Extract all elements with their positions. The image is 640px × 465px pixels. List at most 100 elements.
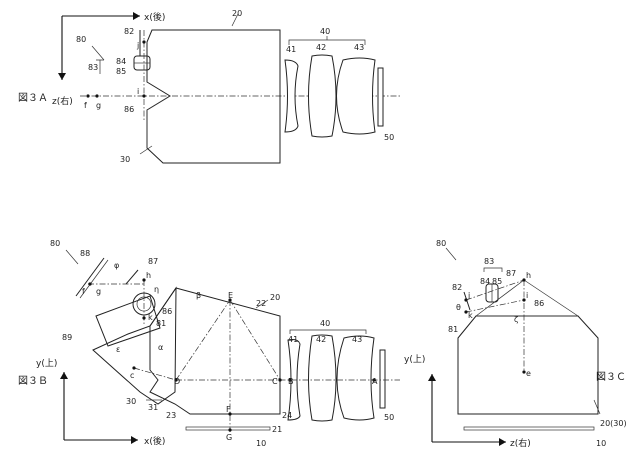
label-10: 10 <box>256 439 266 448</box>
path-D-E <box>175 299 231 381</box>
camera-body-outline <box>149 287 281 415</box>
point-f <box>88 282 92 286</box>
label-80: 80 <box>50 239 60 248</box>
label-k: k <box>148 313 153 322</box>
label-k: k <box>468 311 473 320</box>
label-87: 87 <box>506 269 516 278</box>
label-40: 40 <box>320 319 330 328</box>
lens-42 <box>308 54 337 138</box>
point-E <box>228 298 232 302</box>
label-A: A <box>372 377 378 386</box>
label-h: h <box>526 271 531 280</box>
lens-43 <box>336 57 376 135</box>
figure-3a-title: 図３Ａ <box>18 92 48 104</box>
label-41: 41 <box>288 335 298 344</box>
label-c: c <box>130 371 134 380</box>
label-85: 85 <box>116 67 126 76</box>
label-eta: η <box>154 285 159 294</box>
y-axis-arrowhead <box>60 372 68 379</box>
label-81: 81 <box>156 319 166 328</box>
point-k <box>464 310 468 314</box>
point-B <box>288 378 292 382</box>
label-21: 21 <box>272 425 282 434</box>
point-A <box>372 378 376 382</box>
label-20-30: 20(30) <box>600 419 627 428</box>
label-f: f <box>82 287 85 296</box>
label-85: 85 <box>492 277 502 286</box>
label-zeta: ζ <box>514 315 518 324</box>
label-31: 31 <box>148 403 158 412</box>
label-86: 86 <box>534 299 544 308</box>
point-i <box>522 298 526 302</box>
x-axis-arrowhead <box>133 12 140 20</box>
point-g <box>95 94 99 98</box>
x-axis-label: x(後) <box>144 11 165 23</box>
path-c-D <box>133 367 177 381</box>
label-88: 88 <box>80 249 90 258</box>
point-j <box>464 298 468 302</box>
bracket-83 <box>96 59 104 74</box>
x-axis-label: x(後) <box>144 435 165 447</box>
label-f: f <box>84 101 87 110</box>
leader-22 <box>255 299 269 309</box>
path-j-h <box>465 279 525 301</box>
camera-body-outline <box>457 315 599 415</box>
figure-3c-title: 図３Ｃ <box>596 371 626 383</box>
label-G: G <box>226 433 232 442</box>
label-30: 30 <box>120 155 130 164</box>
z-axis-label: z(右) <box>52 95 73 107</box>
label-i: i <box>526 291 528 300</box>
mirror-87 <box>125 269 139 285</box>
label-42: 42 <box>316 335 326 344</box>
label-j: j <box>467 291 470 300</box>
label-30: 30 <box>126 397 136 406</box>
label-beta: β <box>196 291 201 300</box>
label-theta: θ <box>456 303 461 312</box>
label-F: F <box>226 405 231 414</box>
label-84: 84 <box>116 57 126 66</box>
figure-3a: x(後) z(右) 図３Ａ 80 20 40 41 <box>18 9 400 164</box>
point-C <box>278 378 282 382</box>
label-83: 83 <box>484 257 494 266</box>
label-phi: φ <box>114 261 119 270</box>
base-plate-10 <box>185 426 271 431</box>
label-10: 10 <box>596 439 606 448</box>
figure-3b: x(後) y(上) 図３Ｂ <box>18 239 400 448</box>
z-axis-label: z(右) <box>510 437 531 449</box>
leader-80 <box>65 249 79 265</box>
label-20: 20 <box>232 9 242 18</box>
lens-43 <box>336 335 375 421</box>
label-g: g <box>96 287 101 296</box>
point-h <box>522 278 526 282</box>
label-80: 80 <box>76 35 86 44</box>
z-axis-arrowhead <box>58 73 66 80</box>
point-G <box>228 428 232 432</box>
path-E-C <box>229 299 281 381</box>
point-h <box>142 278 146 282</box>
label-43: 43 <box>354 43 364 52</box>
figure-3b-title: 図３Ｂ <box>18 375 48 387</box>
label-87: 87 <box>148 257 158 266</box>
figure-3c: y(上) z(右) 図３Ｃ 80 83 87 h 84 85 82 <box>404 239 627 449</box>
leader-20 <box>231 13 239 27</box>
label-89: 89 <box>62 333 72 342</box>
label-86: 86 <box>124 105 134 114</box>
label-81: 81 <box>448 325 458 334</box>
prism-outline <box>92 286 177 405</box>
path-k-i <box>465 299 525 313</box>
point-F <box>228 412 232 416</box>
label-h: h <box>146 271 151 280</box>
lens-group-bracket <box>289 329 367 334</box>
point-k <box>142 316 146 320</box>
sensor-50 <box>379 349 386 409</box>
label-82: 82 <box>124 27 134 36</box>
label-22: 22 <box>256 299 266 308</box>
label-83: 83 <box>88 63 98 72</box>
label-86: 86 <box>162 307 172 316</box>
z-axis-arrowhead <box>499 438 506 446</box>
bracket-83 <box>483 267 503 272</box>
label-epsilon: ε <box>116 345 120 354</box>
leader-30 <box>139 145 153 155</box>
point-e <box>522 370 526 374</box>
label-40: 40 <box>320 27 330 36</box>
